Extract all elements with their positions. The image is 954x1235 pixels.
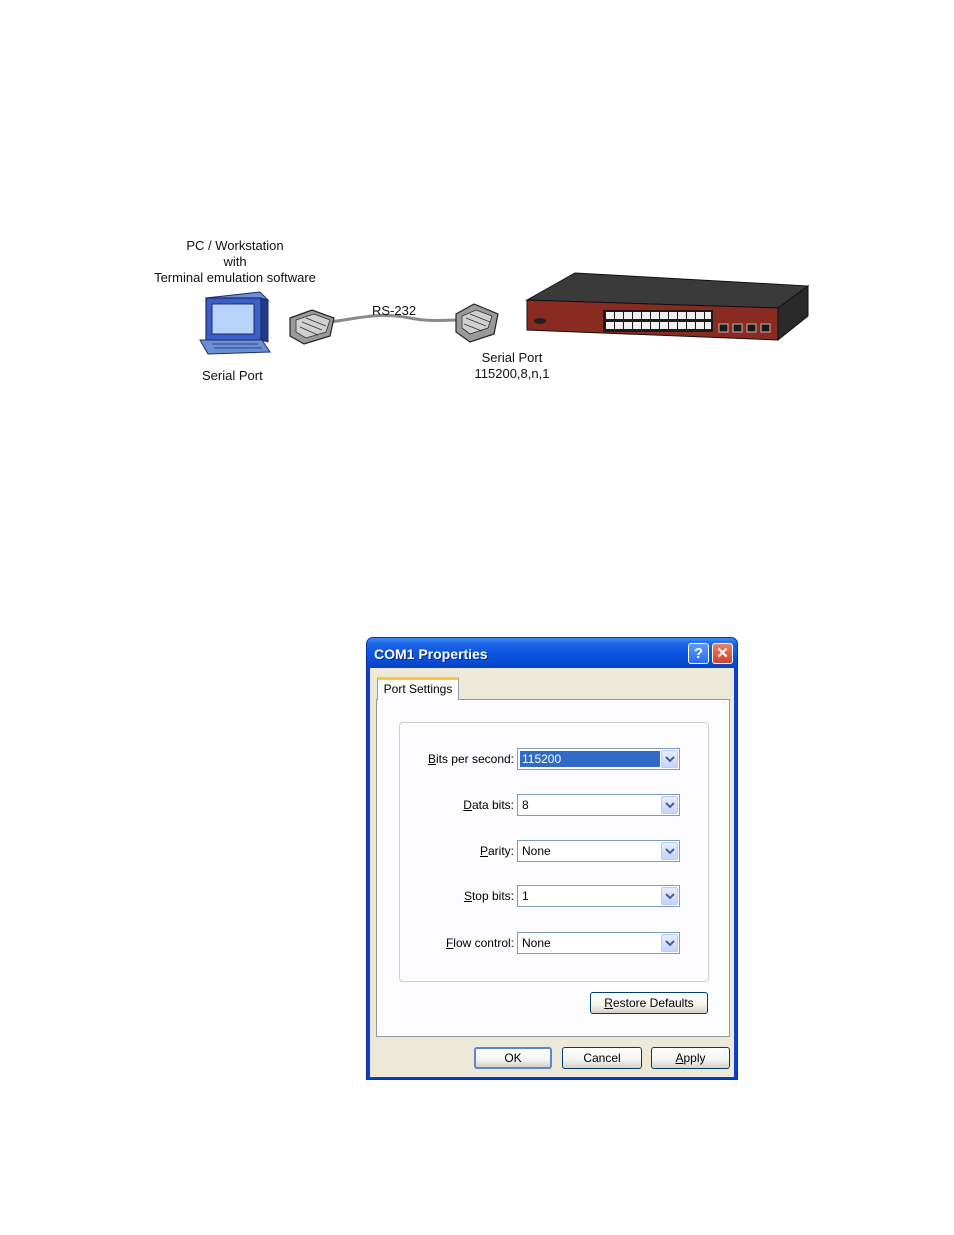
tab-port-settings[interactable]: Port Settings (377, 677, 459, 700)
parity-dropdown-button[interactable] (661, 842, 678, 860)
pc-serial-port-label: Serial Port (202, 368, 263, 384)
bits-per-second-value: 115200 (520, 751, 660, 767)
close-icon: ✕ (716, 645, 729, 662)
connection-diagram: PC / Workstation with Terminal emulation… (0, 0, 954, 420)
settings-group: Bits per second: 115200 Data bits: 8 P (399, 722, 709, 982)
close-button[interactable]: ✕ (712, 643, 733, 664)
cancel-button[interactable]: Cancel (562, 1047, 642, 1069)
chevron-down-icon (665, 848, 675, 855)
bits-per-second-select[interactable]: 115200 (517, 748, 680, 770)
restore-defaults-button[interactable]: Restore Defaults (590, 992, 708, 1014)
ok-button[interactable]: OK (474, 1047, 552, 1069)
serial-connector-left-icon (290, 310, 334, 344)
data-bits-value: 8 (522, 798, 529, 812)
stop-bits-select[interactable]: 1 (517, 885, 680, 907)
network-switch-icon (527, 273, 808, 340)
data-bits-dropdown-button[interactable] (661, 796, 678, 814)
stop-bits-value: 1 (522, 889, 529, 903)
chevron-down-icon (665, 756, 675, 763)
data-bits-select[interactable]: 8 (517, 794, 680, 816)
chevron-down-icon (665, 802, 675, 809)
pc-label-line-2: with (135, 254, 335, 270)
flow-control-dropdown-button[interactable] (661, 934, 678, 952)
port-settings-panel: Bits per second: 115200 Data bits: 8 P (376, 699, 730, 1037)
com1-properties-dialog: COM1 Properties ? ✕ Port Settings Bits p… (366, 637, 738, 1080)
pc-label-line-3: Terminal emulation software (135, 270, 335, 286)
switch-port-settings: 115200,8,n,1 (462, 366, 562, 382)
switch-port-name: Serial Port (462, 350, 562, 366)
parity-select[interactable]: None (517, 840, 680, 862)
parity-value: None (522, 844, 551, 858)
flow-control-label: Flow control: (402, 935, 514, 951)
stop-bits-dropdown-button[interactable] (661, 887, 678, 905)
dialog-title: COM1 Properties (374, 646, 488, 662)
parity-label: Parity: (402, 843, 514, 859)
chevron-down-icon (665, 893, 675, 900)
pc-label-line-1: PC / Workstation (135, 238, 335, 254)
help-button[interactable]: ? (688, 643, 709, 664)
serial-connector-right-icon (456, 304, 498, 342)
dialog-titlebar[interactable]: COM1 Properties ? ✕ (367, 638, 737, 668)
help-icon: ? (694, 645, 703, 662)
flow-control-value: None (522, 936, 551, 950)
flow-control-select[interactable]: None (517, 932, 680, 954)
data-bits-label: Data bits: (402, 797, 514, 813)
chevron-down-icon (665, 940, 675, 947)
apply-button[interactable]: Apply (651, 1047, 730, 1069)
pc-workstation-icon (200, 292, 270, 354)
switch-serial-port-label: Serial Port 115200,8,n,1 (462, 350, 562, 382)
pc-workstation-label: PC / Workstation with Terminal emulation… (135, 238, 335, 286)
stop-bits-label: Stop bits: (402, 888, 514, 904)
bits-per-second-label: Bits per second: (402, 751, 514, 767)
bits-per-second-dropdown-button[interactable] (661, 750, 678, 768)
rs232-label: RS-232 (372, 303, 416, 319)
dialog-client-area: Port Settings Bits per second: 115200 Da… (370, 668, 734, 1077)
